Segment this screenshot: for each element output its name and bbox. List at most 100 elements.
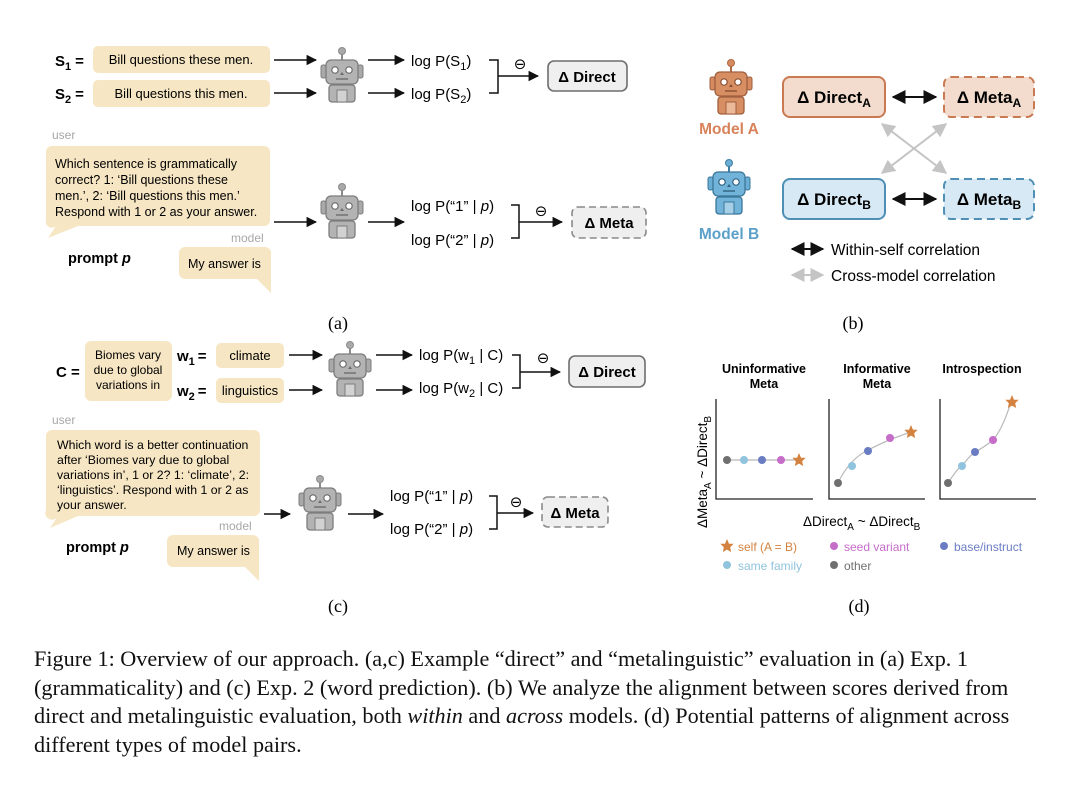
plot-1-axes <box>715 399 813 500</box>
bracket-to-meta-c <box>489 495 533 530</box>
logp-w1: log P(w1 | C) <box>419 347 503 367</box>
s2-sentence-box <box>93 80 270 107</box>
point-same-family <box>958 462 966 470</box>
svg-text:after ‘Biomes vary due to glob: after ‘Biomes vary due to global <box>57 453 229 467</box>
model-a-label: Model A <box>699 121 759 138</box>
meta-box-c <box>541 496 609 528</box>
prompt-label-a: prompt p <box>68 251 131 267</box>
point-other <box>834 479 842 487</box>
robot-icon <box>320 182 364 239</box>
w1-label: w1= <box>176 348 207 368</box>
point-base-instruct <box>864 447 872 455</box>
w1-text: climate <box>229 348 270 363</box>
panel-d-titles: Uninformative Meta Informative Meta Intr… <box>722 362 1022 391</box>
s1-sentence-box <box>93 46 270 73</box>
legend-base: base/instruct <box>954 540 1023 554</box>
caption-text-2: and <box>462 703 507 728</box>
point-other <box>944 479 952 487</box>
prompt-label-c: prompt p <box>66 540 129 556</box>
robot-icon <box>320 46 364 103</box>
direct-box-c <box>568 355 646 388</box>
legend-base-dot <box>940 542 948 550</box>
panel-c-label: (c) <box>328 596 348 617</box>
w1-box <box>216 343 284 368</box>
minus-icon: ⊖ <box>510 494 523 511</box>
legend-seed: seed variant <box>844 540 910 554</box>
model-label-c: model <box>219 519 252 533</box>
point-self-star <box>792 453 806 466</box>
model-a-robot-icon <box>709 58 753 115</box>
point-same-family <box>740 456 748 464</box>
caption-em-within: within <box>407 703 463 728</box>
meta-a-label: Δ MetaA <box>957 88 1022 110</box>
meta-box-a <box>571 206 647 239</box>
context-box <box>85 341 172 401</box>
user-label-a: user <box>52 128 75 142</box>
title-informative-meta: Meta <box>863 377 893 391</box>
direct-b-label: Δ DirectB <box>797 190 871 212</box>
minus-icon: ⊖ <box>514 56 527 73</box>
point-seed-variant <box>777 456 785 464</box>
logp-2-a: log P(“2” | p) <box>411 232 494 249</box>
user-bubble-c <box>45 430 260 528</box>
meta-b-label: Δ MetaB <box>957 190 1022 212</box>
direct-b-box <box>782 178 886 220</box>
panel-d-label: (d) <box>849 596 870 617</box>
title-informative: Informative <box>843 362 910 376</box>
bracket-to-direct <box>489 59 538 94</box>
legend-other-dot <box>830 561 838 569</box>
user-bubble-a-text: Which sentence is grammatically correct?… <box>55 157 257 219</box>
bracket-to-direct-c <box>512 354 560 389</box>
svg-text:Biomes vary: Biomes vary <box>95 348 161 362</box>
panel-d-legend: self (A = B) seed variant base/instruct … <box>720 539 1023 573</box>
plot-2-axes <box>828 399 925 500</box>
point-self-star <box>1005 395 1019 408</box>
model-label-a: model <box>231 231 264 245</box>
svg-text:variations in’, 1 or 2? 1: ‘cl: variations in’, 1 or 2? 1: ‘climate’, 2: <box>57 468 249 482</box>
w2-box <box>216 378 284 403</box>
w2-text: linguistics <box>222 383 279 398</box>
robot-icon <box>298 474 342 531</box>
svg-text:Which sentence is grammaticall: Which sentence is grammatically <box>55 157 238 171</box>
model-bubble-c <box>167 535 259 581</box>
point-base-instruct <box>971 448 979 456</box>
panel-b: Model A Model B Δ DirectA Δ MetaA Δ Dire… <box>699 58 1035 334</box>
svg-text:Which word is a better continu: Which word is a better continuation <box>57 438 249 452</box>
logp-s1: log P(S1) <box>411 53 471 73</box>
model-b-robot-icon <box>707 158 751 215</box>
legend-family: same family <box>738 559 802 573</box>
svg-text:your answer.: your answer. <box>57 498 127 512</box>
panel-b-label: (b) <box>843 313 864 334</box>
plot-3-curve <box>947 401 1012 484</box>
direct-a-label: Δ DirectA <box>797 88 871 110</box>
model-b-label: Model B <box>699 226 759 243</box>
caption-figure-label: Figure 1: <box>34 646 115 671</box>
meta-b-box <box>943 178 1035 220</box>
logp-w2: log P(w2 | C) <box>419 380 503 400</box>
panel-a: S1= S2= Bill questions these men. Bill q… <box>45 46 647 334</box>
user-label-c: user <box>52 413 75 427</box>
point-other <box>723 456 731 464</box>
legend-self-star-icon <box>720 539 734 552</box>
s1-sentence: Bill questions these men. <box>109 52 254 67</box>
direct-box-c-label: Δ Direct <box>578 364 635 381</box>
title-uninformative: Uninformative <box>722 362 806 376</box>
title-introspection: Introspection <box>942 362 1021 376</box>
model-bubble-a-text: My answer is <box>188 257 261 271</box>
direct-box-a <box>547 60 628 92</box>
point-seed-variant <box>989 436 997 444</box>
s2-label: S2= <box>55 86 84 106</box>
context-text: Biomes vary due to global variations in <box>94 348 163 392</box>
panel-d-ylabel: ΔMetaA ~ ΔDirectB <box>695 416 714 528</box>
robot-icon <box>328 340 372 397</box>
plot-3-axes <box>939 399 1036 500</box>
legend-other: other <box>844 559 871 573</box>
direct-a-box <box>782 76 886 118</box>
panel-d-xlabel: ΔDirectA ~ ΔDirectB <box>803 514 921 533</box>
minus-icon: ⊖ <box>535 203 548 220</box>
svg-text:Respond with 1 or 2 as your an: Respond with 1 or 2 as your answer. <box>55 205 257 219</box>
point-base-instruct <box>758 456 766 464</box>
user-bubble-c-text: Which word is a better continuation afte… <box>57 438 249 512</box>
panel-d: Uninformative Meta Informative Meta Intr… <box>695 362 1036 617</box>
figure-canvas: S1= S2= Bill questions these men. Bill q… <box>45 46 1036 617</box>
